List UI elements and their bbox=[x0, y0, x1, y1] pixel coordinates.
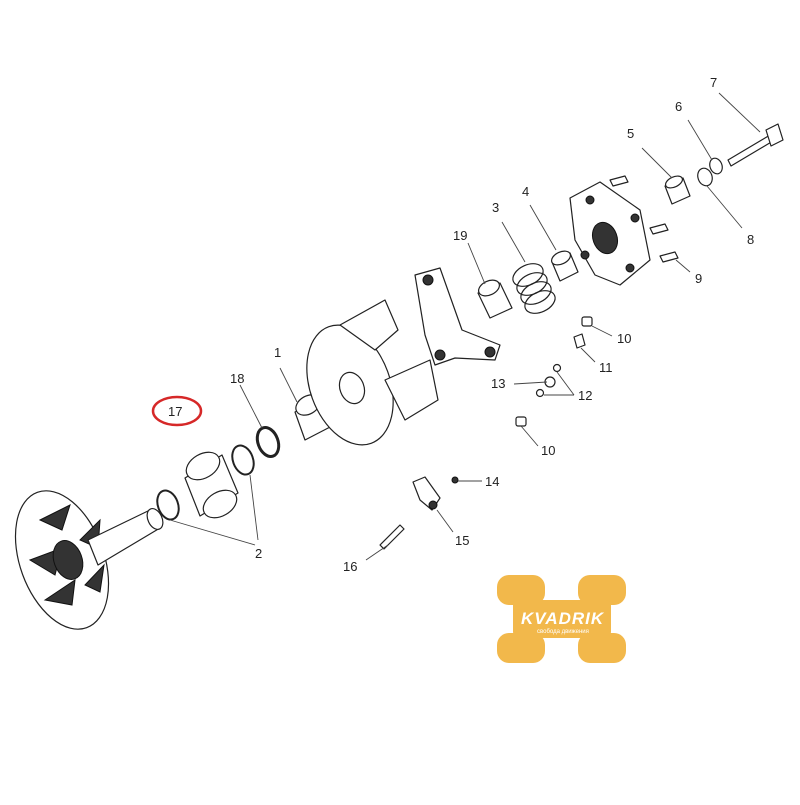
spacer-part bbox=[664, 175, 691, 205]
weight-top bbox=[581, 316, 593, 327]
nut-part bbox=[451, 476, 459, 484]
watermark-tagline: свобода движения bbox=[537, 629, 589, 635]
callout-15: 15 bbox=[455, 533, 469, 548]
callout-2: 2 bbox=[255, 546, 262, 561]
callout-17: 17 bbox=[168, 404, 182, 419]
ring-small-b bbox=[535, 388, 545, 398]
cover-part bbox=[569, 181, 651, 286]
callout-5: 5 bbox=[627, 126, 634, 141]
callout-8: 8 bbox=[747, 232, 754, 247]
leader-lines bbox=[169, 92, 761, 561]
callout-10-top: 10 bbox=[617, 331, 631, 346]
watermark-logo: KVADRIK свобода движения bbox=[497, 575, 626, 663]
spider-bushing bbox=[477, 279, 513, 319]
bolt-low bbox=[659, 251, 679, 263]
spring-part bbox=[512, 263, 556, 314]
callout-1: 1 bbox=[274, 345, 281, 360]
watermark-brand: KVADRIK bbox=[521, 609, 605, 628]
ring-small-a bbox=[552, 363, 562, 373]
sleeve-part bbox=[184, 451, 239, 519]
cup-part bbox=[550, 250, 579, 282]
callout-10-bottom: 10 bbox=[541, 443, 555, 458]
roller-arm bbox=[412, 476, 441, 511]
snap-ring-left bbox=[156, 489, 180, 521]
callout-3: 3 bbox=[492, 200, 499, 215]
tire-icon bbox=[497, 575, 626, 663]
callout-16: 16 bbox=[343, 559, 357, 574]
callout-6: 6 bbox=[675, 99, 682, 114]
pin-long bbox=[379, 524, 405, 550]
spider-part bbox=[414, 267, 501, 366]
callout-9: 9 bbox=[695, 271, 702, 286]
callout-12: 12 bbox=[578, 388, 592, 403]
washer-small bbox=[709, 157, 723, 175]
snap-ring-right bbox=[231, 444, 255, 476]
weight-bottom bbox=[515, 416, 527, 427]
bolt-mid bbox=[649, 223, 669, 235]
washer-part bbox=[255, 425, 281, 459]
callout-7: 7 bbox=[710, 75, 717, 90]
callout-19: 19 bbox=[453, 228, 467, 243]
callout-18: 18 bbox=[230, 371, 244, 386]
bolt-top bbox=[609, 175, 629, 187]
movable-sheave bbox=[306, 299, 439, 446]
callout-14: 14 bbox=[485, 474, 499, 489]
washer-outer bbox=[697, 167, 713, 187]
pin-part bbox=[573, 333, 586, 349]
callout-13: 13 bbox=[491, 376, 505, 391]
callout-11: 11 bbox=[599, 360, 613, 375]
callout-4: 4 bbox=[522, 184, 529, 199]
fixed-sheave bbox=[14, 490, 164, 630]
highlight-circle bbox=[151, 395, 203, 427]
long-bolt bbox=[727, 123, 784, 167]
